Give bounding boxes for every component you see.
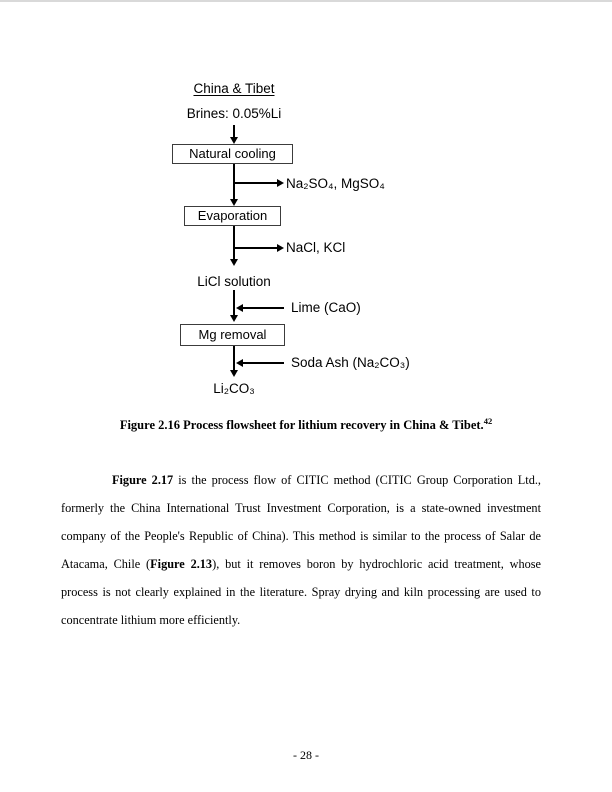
intermediate-label: LiCl solution xyxy=(197,274,271,289)
arrow-down-icon xyxy=(229,137,238,144)
process-box-natural-cooling: Natural cooling xyxy=(172,144,293,164)
process-box-evaporation: Evaporation xyxy=(184,206,281,226)
flow-line xyxy=(233,290,235,315)
reagent-label-soda-ash: Soda Ash (Na₂CO₃) xyxy=(291,355,410,370)
body-paragraph: Figure 2.17 is the process flow of CITIC… xyxy=(61,466,541,634)
flow-line xyxy=(233,346,235,370)
arrow-down-icon xyxy=(229,199,238,206)
arrow-down-icon xyxy=(229,259,238,266)
arrow-right-icon xyxy=(277,243,284,252)
figure-2-13-reference: Figure 2.13 xyxy=(150,557,213,571)
arrow-left-icon xyxy=(236,358,243,367)
flow-line xyxy=(233,125,235,138)
byproduct-label-chlorides: NaCl, KCl xyxy=(286,240,346,255)
flowchart-region-title: China & Tibet xyxy=(193,81,275,96)
flow-line xyxy=(234,247,277,249)
arrow-left-icon xyxy=(236,303,243,312)
flowchart-feed-label: Brines: 0.05%Li xyxy=(186,106,282,121)
page-number: - 28 - xyxy=(293,748,319,762)
byproduct-label-sulfates: Na₂SO₄, MgSO₄ xyxy=(286,176,385,191)
figure-caption-text: Figure 2.16 Process flowsheet for lithiu… xyxy=(119,418,484,432)
figure-2-17-reference: Figure 2.17 xyxy=(112,473,174,487)
paragraph-segment-1: is the process flow of CITIC method (CIT… xyxy=(61,473,542,571)
figure-caption-citation: 42 xyxy=(483,415,493,426)
process-flowchart: China & Tibet Brines: 0.05%Li Natural co… xyxy=(172,81,410,396)
process-box-mg-removal: Mg removal xyxy=(180,324,285,346)
flow-line xyxy=(233,164,235,199)
arrow-down-icon xyxy=(229,370,238,377)
arrow-right-icon xyxy=(277,178,284,187)
paragraph-segment-2: ), but it removes boron by hydrochloric … xyxy=(61,557,542,627)
reagent-label-lime: Lime (CaO) xyxy=(291,300,361,315)
flow-line xyxy=(243,362,284,364)
flow-line xyxy=(234,182,277,184)
flow-line xyxy=(243,307,284,309)
page-top-edge xyxy=(0,0,612,2)
figure-caption: Figure 2.16 Process flowsheet for lithiu… xyxy=(0,415,612,433)
arrow-down-icon xyxy=(229,315,238,322)
product-label: Li₂CO₃ xyxy=(213,381,255,396)
flow-line xyxy=(233,226,235,259)
